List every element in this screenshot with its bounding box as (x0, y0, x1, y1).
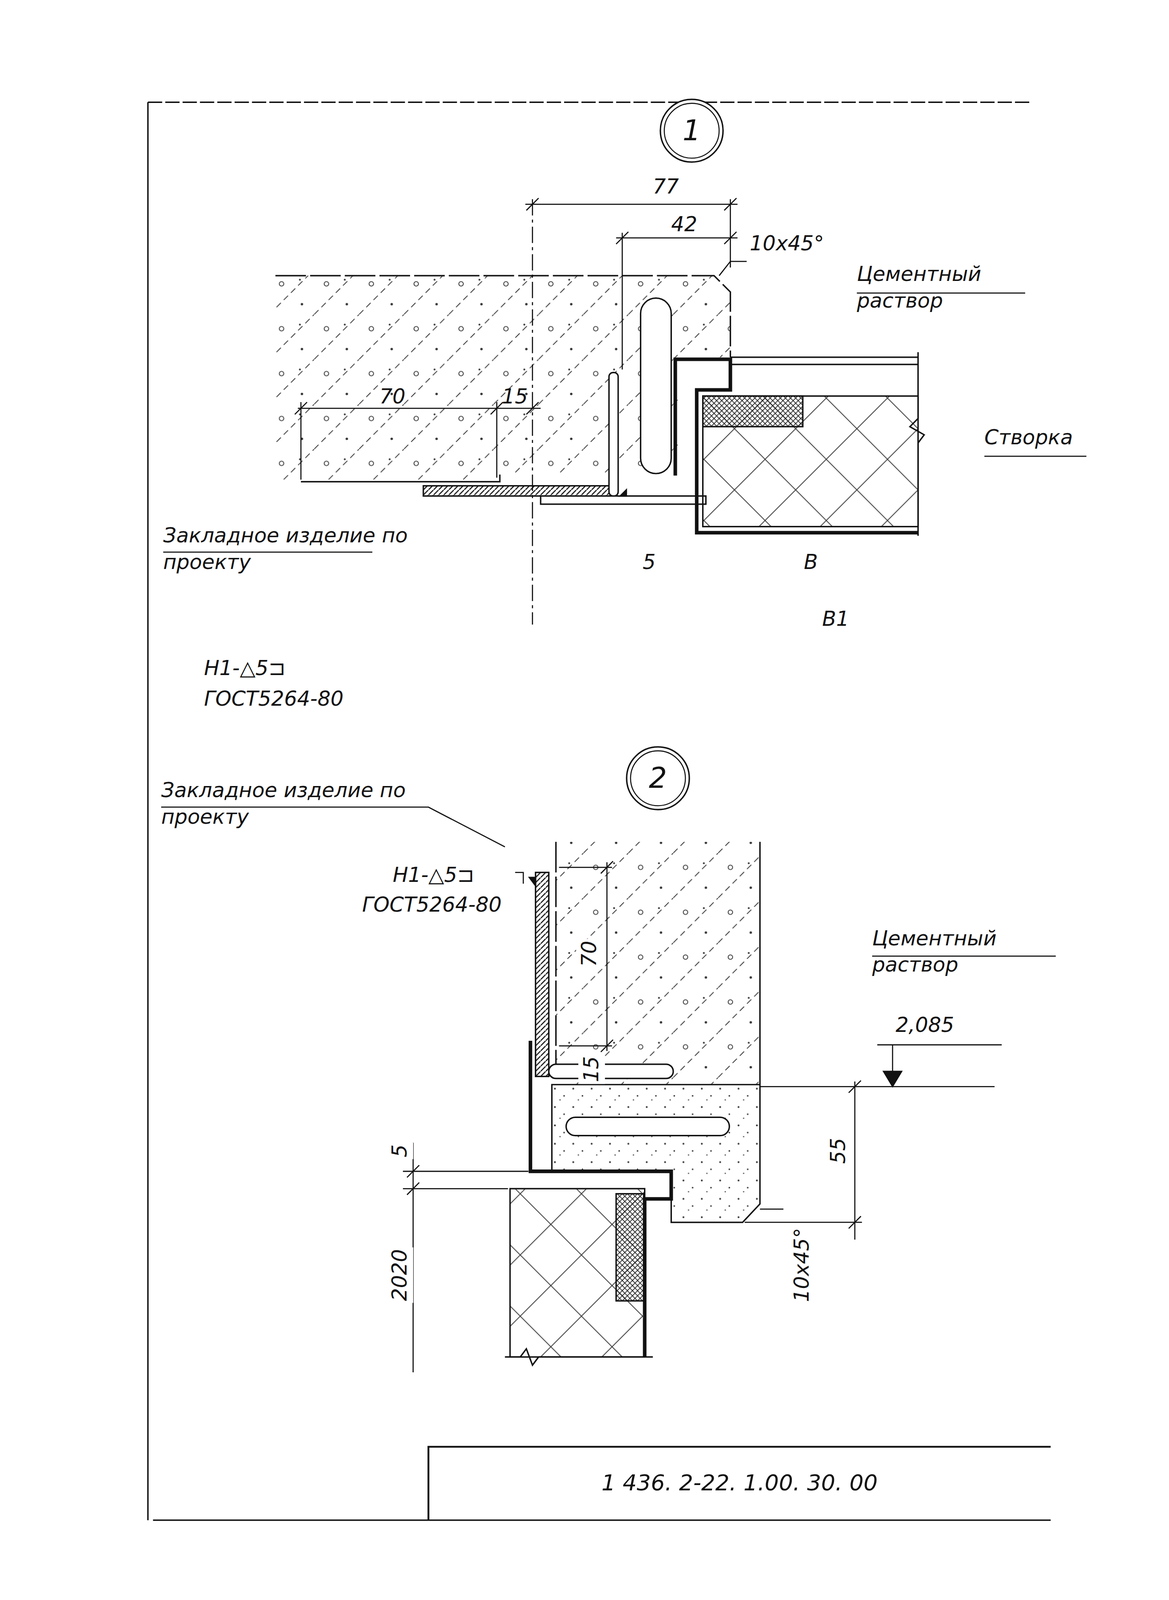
weld-symbol: Н1-△5⊐ (392, 861, 475, 889)
part-note: Закладное изделие по проекту (161, 777, 437, 831)
angle-leg (548, 1064, 674, 1079)
dimension-value: 2020 (386, 1247, 414, 1303)
sash-cover (730, 357, 919, 365)
section-2 (505, 841, 761, 1366)
dimension-value: 15 (578, 1054, 605, 1084)
extension-line (744, 1086, 995, 1223)
callout-number: 2 (648, 762, 668, 794)
embedded-plate (423, 485, 613, 497)
extension-line (559, 867, 613, 1046)
callout-number: 1 (682, 114, 701, 147)
level-mark-value: 2,085 (895, 1011, 955, 1039)
angle-leg (540, 496, 706, 505)
anchor-rod (640, 298, 672, 474)
concrete-body (275, 275, 731, 482)
title-block-code: 1 436. 2-22. 1.00. 30. 00 (428, 1446, 1051, 1520)
callout-circle-inner (664, 102, 720, 158)
sash-seal (702, 395, 803, 427)
level-mark (883, 1071, 902, 1087)
dimension-value: В (803, 548, 818, 576)
concrete-edge (555, 841, 557, 1065)
chamfer-note: 10x45° (749, 230, 824, 257)
concrete-body (556, 841, 761, 1085)
dimension-line (525, 203, 738, 206)
callout-circle-outer (626, 746, 690, 810)
standard-reference: ГОСТ5264-80 (204, 685, 344, 713)
axis-line (532, 199, 534, 625)
part-name: Створка (984, 424, 1073, 451)
extension-line (729, 199, 731, 268)
level-leader (877, 1044, 1002, 1072)
frame-line (147, 102, 149, 1521)
material-note: Цементный раствор (857, 260, 1036, 315)
callout-circle-inner (630, 750, 686, 806)
callout-circle-outer (660, 99, 723, 162)
leader-line (759, 1208, 784, 1210)
dimension-value: 55 (825, 1135, 852, 1166)
embedded-plate (535, 872, 549, 1077)
dimensions-1 (163, 197, 1087, 735)
title-border (428, 1446, 1051, 1521)
break-line (505, 1348, 653, 1366)
material-note: Цементный раствор (872, 925, 1061, 979)
dimension-line (606, 862, 608, 1051)
frame-line (153, 1519, 1051, 1521)
sash-wood (702, 395, 919, 527)
dimension-tick (526, 197, 737, 211)
label-underline (984, 455, 1087, 458)
frame-line (147, 101, 1031, 103)
angle-leg (608, 372, 619, 496)
sash-seal (616, 1193, 644, 1301)
dimension-value: 70 (379, 383, 406, 411)
part-note: Закладное изделие по проекту (163, 522, 409, 576)
z-profile (675, 359, 919, 534)
dimensions-2 (161, 807, 1056, 1373)
dimension-line (854, 1081, 856, 1240)
extension-line (402, 1171, 529, 1189)
view-number: 2 (625, 745, 691, 811)
weld-mark (620, 489, 627, 497)
anchor-rod (566, 1117, 730, 1136)
dimension-value: В1 (822, 605, 850, 633)
dimension-line (616, 237, 738, 239)
dimension-tick (600, 860, 614, 1052)
concrete-edge (300, 474, 500, 482)
extension-line (621, 233, 624, 370)
weld-mark (529, 877, 536, 886)
dimension-tick (406, 1165, 420, 1195)
title-block (428, 1446, 1051, 1521)
standard-reference: ГОСТ5264-80 (362, 891, 502, 919)
sheet-frame (147, 102, 1051, 1521)
spacer (326, 734, 352, 736)
view-number: 1 (659, 98, 725, 164)
chamfer-note: 10x45° (788, 1225, 816, 1304)
dimension-value: 5 (642, 548, 656, 576)
section-1 (275, 275, 925, 536)
dimension-value: 15 (501, 383, 529, 411)
weld-symbol: Н1-△5⊐ (204, 655, 286, 682)
dimension-value: 77 (652, 173, 680, 201)
leader-line (718, 261, 747, 276)
drawing-code: 1 436. 2-22. 1.00. 30. 00 (601, 1470, 878, 1496)
dimension-value: 5 (386, 1142, 414, 1159)
dimension-value: 70 (576, 939, 604, 969)
break-line (909, 351, 925, 536)
leader-line (515, 872, 524, 884)
sash-wood (509, 1188, 645, 1357)
dimension-value: 42 (671, 211, 698, 238)
extension-line (300, 402, 497, 480)
concrete-edge (759, 841, 761, 1085)
